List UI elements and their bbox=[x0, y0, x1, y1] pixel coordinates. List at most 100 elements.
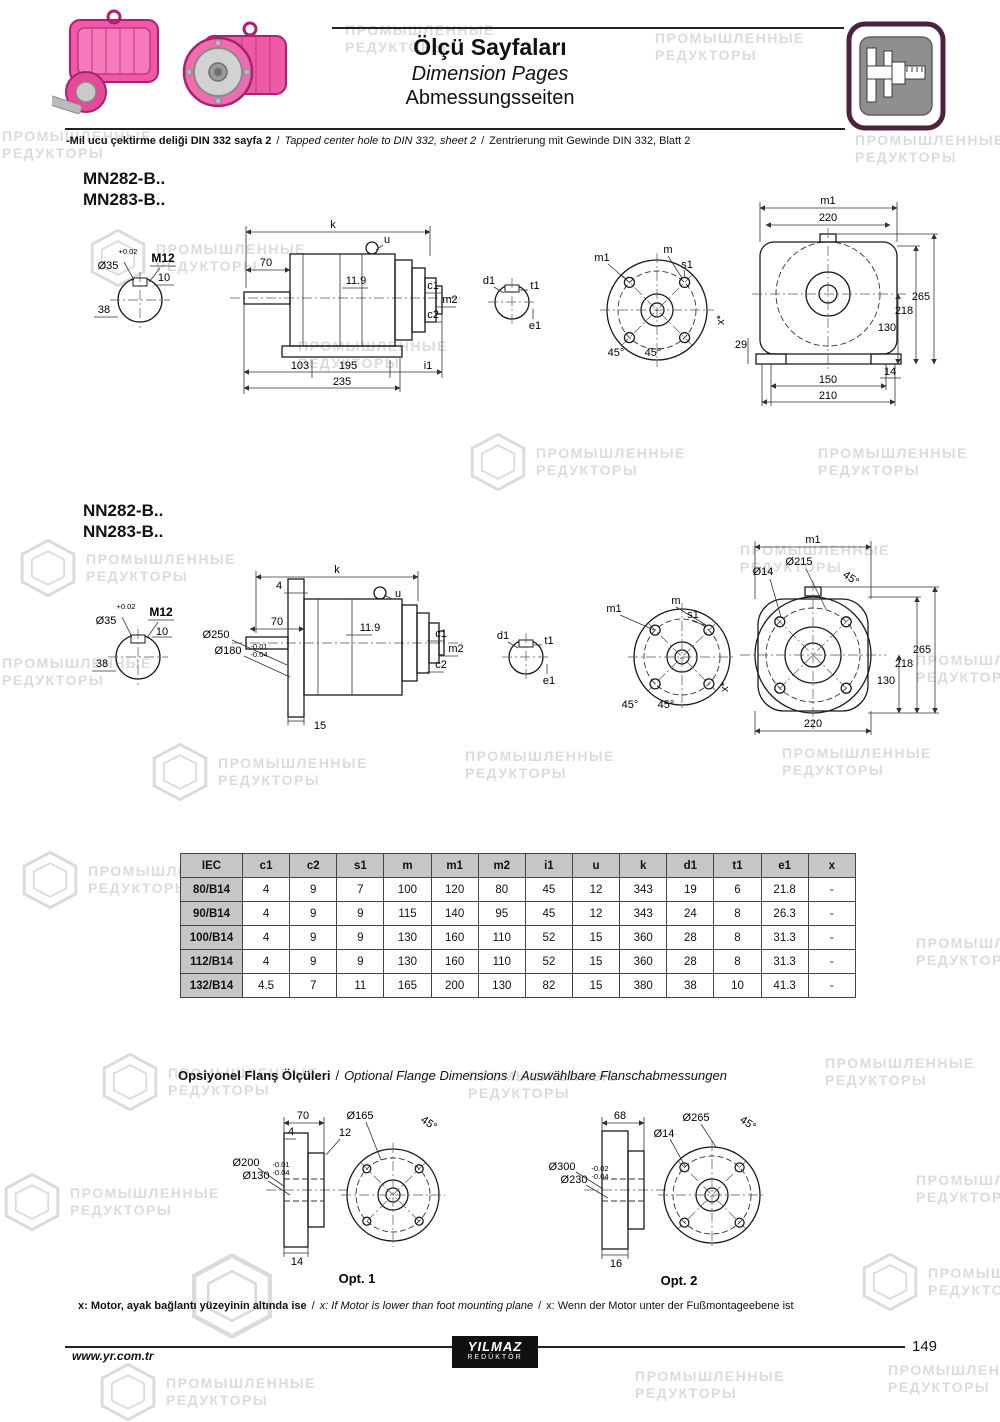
dim-mn-m: m bbox=[663, 244, 672, 256]
din-note: -Mil ucu çektirme deliği DIN 332 sayfa 2… bbox=[66, 135, 691, 147]
table-cell: 45 bbox=[524, 901, 573, 926]
header-top-rule bbox=[332, 27, 844, 29]
table-cell: 200 bbox=[430, 973, 479, 998]
dim-nn-c2: c2 bbox=[435, 659, 447, 671]
table-cell: 8 bbox=[713, 925, 762, 950]
table-cell: 343 bbox=[619, 877, 668, 902]
hexagon-logo-icon bbox=[470, 432, 526, 492]
model-nn282: NN282-B.. bbox=[83, 501, 164, 520]
dim-opt2-68: 68 bbox=[614, 1110, 626, 1122]
table-cell: 10 bbox=[713, 973, 762, 998]
footnote-de: x: Wenn der Motor unter der Fußmontageeb… bbox=[546, 1300, 794, 1312]
table-cell: 9 bbox=[289, 901, 338, 926]
dim-nn-dia250: Ø250 bbox=[203, 629, 230, 641]
dim-mn-t1: t1 bbox=[530, 280, 539, 292]
opt1-front-view: Ø165 45° bbox=[341, 1110, 445, 1247]
table-cell: 160 bbox=[430, 925, 479, 950]
dim-nn-m2: m2 bbox=[448, 643, 463, 655]
table-cell: 160 bbox=[430, 949, 479, 974]
page-title-tr: Ölçü Sayfaları bbox=[413, 34, 567, 60]
opt2-label: Opt. 2 bbox=[661, 1273, 698, 1288]
dim-mn-265: 265 bbox=[912, 291, 930, 303]
dim-mn-m12: M12 bbox=[151, 251, 175, 265]
nn-rear-view: m1 Ø215 Ø14 45° 265 218 130 220 x* bbox=[719, 534, 939, 735]
table-cell: 110 bbox=[477, 949, 526, 974]
table-header-cell: e1 bbox=[760, 853, 809, 878]
table-row-header: 132/B14 bbox=[180, 973, 243, 998]
dim-nn-tolA: -0.01 bbox=[250, 642, 267, 651]
table-cell: 4.5 bbox=[241, 973, 291, 998]
table-cell: 165 bbox=[383, 973, 432, 998]
dim-nn-dia215: Ø215 bbox=[786, 556, 813, 568]
dim-opt1-dia130: Ø130 bbox=[243, 1170, 270, 1182]
din-note-en: Tapped center hole to DIN 332, sheet 2 bbox=[284, 135, 477, 147]
table-header-cell: t1 bbox=[713, 853, 762, 878]
dim-mn-45b: 45° bbox=[645, 347, 662, 359]
table-cell: 140 bbox=[430, 901, 479, 926]
table-cell: 12 bbox=[571, 877, 621, 902]
dim-nn-tol: +0.02 bbox=[117, 602, 136, 611]
dim-mn-235: 235 bbox=[333, 376, 351, 388]
table-cell: 9 bbox=[289, 877, 338, 902]
nn-drawing: +0.02 Ø35 M12 10 38 k 4 u 70 11.9 Ø250 Ø… bbox=[92, 534, 939, 735]
dim-opt1-tolA: -0.01 bbox=[272, 1160, 289, 1169]
table-cell: 19 bbox=[666, 877, 715, 902]
nn-front-view: m1 m s1 45° 45° bbox=[606, 595, 736, 711]
nn-side-view: k 4 u 70 11.9 Ø250 Ø180 -0.01 -0.04 c1 m… bbox=[203, 564, 464, 732]
hexagon-logo-icon bbox=[22, 850, 78, 910]
table-cell: 31.3 bbox=[760, 949, 809, 974]
table-cell: 115 bbox=[383, 901, 432, 926]
table-row-header: 90/B14 bbox=[180, 901, 243, 926]
table-header-cell: s1 bbox=[336, 853, 385, 878]
optional-flange-heading: Opsiyonel Flanş Ölçüleri/Optional Flange… bbox=[178, 1068, 727, 1083]
dim-nn-265: 265 bbox=[913, 644, 931, 656]
table-cell: 31.3 bbox=[760, 925, 809, 950]
dim-nn-dia180: Ø180 bbox=[215, 645, 242, 657]
dim-mn-38: 38 bbox=[98, 304, 110, 316]
mn-side-view: k u 70 11.9 c1 m2 c2 103 195 i1 235 bbox=[230, 219, 460, 394]
dim-opt2-45: 45° bbox=[737, 1114, 758, 1133]
table-cell: 41.3 bbox=[760, 973, 809, 998]
dim-mn-29: 29 bbox=[735, 339, 747, 351]
table-cell: - bbox=[807, 949, 857, 974]
table-cell: 380 bbox=[619, 973, 668, 998]
table-cell: 4 bbox=[241, 877, 291, 902]
dim-mn-119: 11.9 bbox=[346, 275, 367, 287]
footnote-en: x: If Motor is lower than foot mounting … bbox=[319, 1300, 534, 1312]
dim-nn-m1-front: m1 bbox=[606, 603, 621, 615]
dim-mn-d1: d1 bbox=[483, 275, 495, 287]
model-heading-nn: NN282-B.. NN283-B.. bbox=[83, 500, 163, 542]
dim-mn-c2: c2 bbox=[427, 309, 439, 321]
optional-heading-tr: Opsiyonel Flanş Ölçüleri bbox=[178, 1068, 331, 1083]
table-cell: 9 bbox=[289, 925, 338, 950]
table-cell: 4 bbox=[241, 925, 291, 950]
dim-mn-70: 70 bbox=[260, 257, 272, 269]
table-cell: 15 bbox=[571, 973, 621, 998]
table-cell: 100 bbox=[383, 877, 432, 902]
table-cell: 28 bbox=[666, 949, 715, 974]
table-cell: 120 bbox=[430, 877, 479, 902]
dim-opt1-45: 45° bbox=[418, 1114, 439, 1133]
dim-opt2-16: 16 bbox=[610, 1258, 622, 1270]
table-header-cell: u bbox=[571, 853, 621, 878]
dim-opt2-dia265: Ø265 bbox=[683, 1112, 710, 1124]
table-cell: 21.8 bbox=[760, 877, 809, 902]
dim-nn-d1: d1 bbox=[497, 630, 509, 642]
table-header-cell: m bbox=[383, 853, 432, 878]
dim-nn-e1: e1 bbox=[543, 675, 555, 687]
table-cell: 38 bbox=[666, 973, 715, 998]
dim-opt1-tolB: -0.04 bbox=[272, 1168, 289, 1177]
table-cell: - bbox=[807, 925, 857, 950]
mn-drawing: +0.02 Ø35 M12 10 38 k u 70 11.9 c1 m2 c2 bbox=[94, 195, 938, 406]
dim-opt1-4: 4 bbox=[288, 1126, 294, 1138]
dim-nn-10: 10 bbox=[156, 626, 168, 638]
yilmaz-logo-sub: REDÜKTÖR bbox=[467, 1354, 523, 1361]
